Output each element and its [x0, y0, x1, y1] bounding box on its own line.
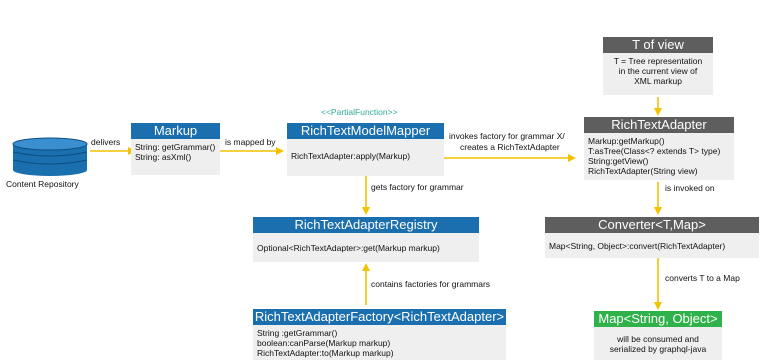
arrowhead-tview [654, 108, 662, 116]
factory-title: RichTextAdapterFactory<RichTextAdapter> [253, 309, 506, 325]
converter-body: Map<String, Object>:convert(RichTextAdap… [545, 233, 759, 258]
edge-label-mapped-by: is mapped by [225, 137, 276, 147]
edge-label-contains: contains factories for grammars [371, 279, 491, 289]
converter-title: Converter<T,Map> [545, 217, 759, 233]
arrowhead-mapped-by [276, 147, 284, 155]
arrowhead-invoked-on [654, 207, 662, 215]
mapout-line: will be consumed and [617, 334, 699, 344]
tview-title: T of view [603, 37, 713, 53]
markup-method: String: asXml() [135, 152, 192, 162]
converter-method: Map<String, Object>:convert(RichTextAdap… [549, 241, 726, 251]
markup-title: Markup [131, 123, 220, 139]
arrowhead-gets-factory [362, 207, 370, 215]
registry-method: Optional<RichTextAdapter>:get(Markup mar… [257, 243, 440, 253]
markup-body: String: getGrammar() String: asXml() [131, 139, 220, 175]
factory-method: boolean:canParse(Markup markup) [257, 338, 391, 348]
tview-body: T = Tree representation in the current v… [603, 53, 713, 95]
mapout-title: Map<String, Object> [594, 311, 722, 327]
repository-label: Content Repository [6, 179, 79, 189]
tview-line: T = Tree representation [613, 56, 703, 66]
tview-line: XML markup [634, 76, 682, 86]
markup-method: String: getGrammar() [135, 142, 216, 152]
factory-body: String :getGrammar() boolean:canParse(Ma… [253, 325, 506, 360]
edge-label-converts: converts T to a Map [665, 273, 740, 283]
mapper-stereotype: <<PartialFunction>> [321, 107, 398, 117]
mapout-line: serialized by graphql-java [609, 344, 707, 354]
adapter-method: Markup:getMarkup() [588, 136, 665, 146]
database-icon [12, 137, 88, 176]
adapter-body: Markup:getMarkup() T:asTree(Class<? exte… [584, 133, 734, 180]
adapter-title: RichTextAdapter [584, 117, 734, 133]
edge-label-delivers: delivers [91, 137, 121, 147]
mapout-body: will be consumed and serialized by graph… [594, 327, 722, 360]
adapter-method: String:getView() [588, 156, 649, 166]
factory-method: RichTextAdapter:to(Markup markup) [257, 348, 394, 358]
arrowhead-contains [362, 263, 370, 271]
factory-method: String :getGrammar() [257, 328, 338, 338]
arrowhead-converts [654, 302, 662, 310]
registry-body: Optional<RichTextAdapter>:get(Markup mar… [253, 233, 479, 262]
edge-label-invokes-2: creates a RichTextAdapter [460, 142, 560, 152]
arrowhead-invokes-factory [568, 154, 576, 162]
tview-line: in the current view of [618, 66, 698, 76]
adapter-method: T:asTree(Class<? extends T> type) [588, 146, 721, 156]
mapper-title: RichTextModelMapper [287, 123, 444, 139]
edge-label-invokes-1: invokes factory for grammar X/ [449, 131, 565, 141]
mapper-body: RichTextAdapter:apply(Markup) [287, 139, 444, 176]
edge-label-invoked-on: is invoked on [665, 183, 715, 193]
registry-title: RichTextAdapterRegistry [253, 217, 479, 233]
mapper-method: RichTextAdapter:apply(Markup) [291, 151, 411, 161]
adapter-method: RichTextAdapter(String view) [588, 166, 698, 176]
edge-label-gets-factory: gets factory for grammar [371, 182, 464, 192]
